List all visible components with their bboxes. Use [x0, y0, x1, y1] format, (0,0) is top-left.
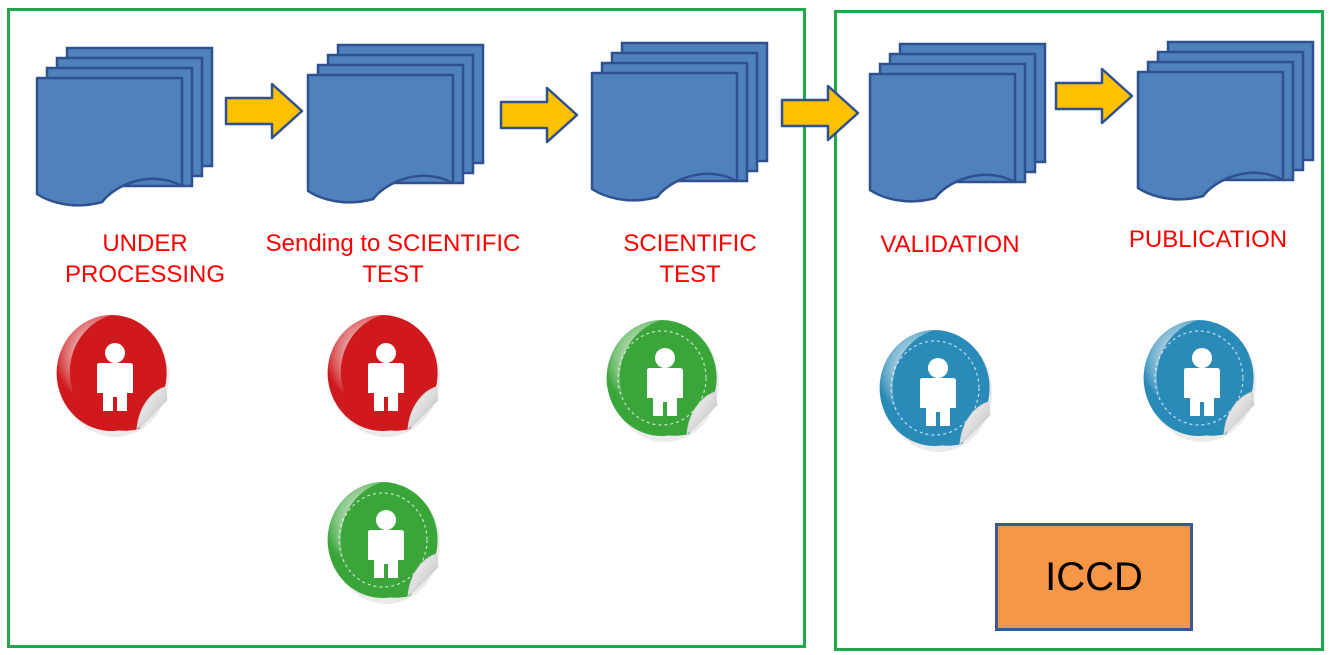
document-stack-icon: [35, 46, 214, 207]
person-sticker-icon: [56, 314, 169, 437]
person-sticker-icon: [1143, 319, 1256, 442]
iccd-label: ICCD: [1045, 554, 1143, 599]
arrow-1: [224, 82, 306, 145]
person-sticker-icon: [606, 319, 719, 442]
right-arrow-icon: [1054, 67, 1134, 125]
person-sticker-icon: [327, 314, 440, 437]
document-stack-icon: [868, 42, 1047, 203]
sticker-red-under-processing: [56, 305, 169, 437]
label-publication: PUBLICATION: [1128, 226, 1288, 253]
arrow-4: [1054, 67, 1136, 130]
person-sticker-icon: [879, 329, 992, 452]
sticker-green-scientific-test: [606, 310, 719, 442]
right-arrow-icon: [780, 84, 860, 142]
right-arrow-icon: [224, 82, 304, 140]
label-validation: VALIDATION: [880, 231, 1020, 258]
label-under-processing: UNDER PROCESSING: [64, 230, 226, 288]
arrow-2: [499, 86, 581, 149]
arrow-3: [780, 84, 862, 147]
sticker-red-sending: [327, 305, 440, 437]
document-stack-icon: [1136, 40, 1315, 201]
iccd-box: ICCD: [995, 523, 1193, 631]
sticker-blue-validation: [879, 320, 992, 452]
sticker-blue-publication: [1143, 310, 1256, 442]
document-stack-icon: [306, 43, 485, 204]
right-arrow-icon: [499, 86, 579, 144]
sticker-green-sending: [327, 472, 440, 604]
document-stack-icon: [590, 41, 769, 202]
label-scientific-test: SCIENTIFIC TEST: [623, 230, 757, 288]
person-sticker-icon: [327, 481, 440, 604]
label-sending-to-scientific-test: Sending to SCIENTIFIC TEST: [265, 230, 521, 288]
